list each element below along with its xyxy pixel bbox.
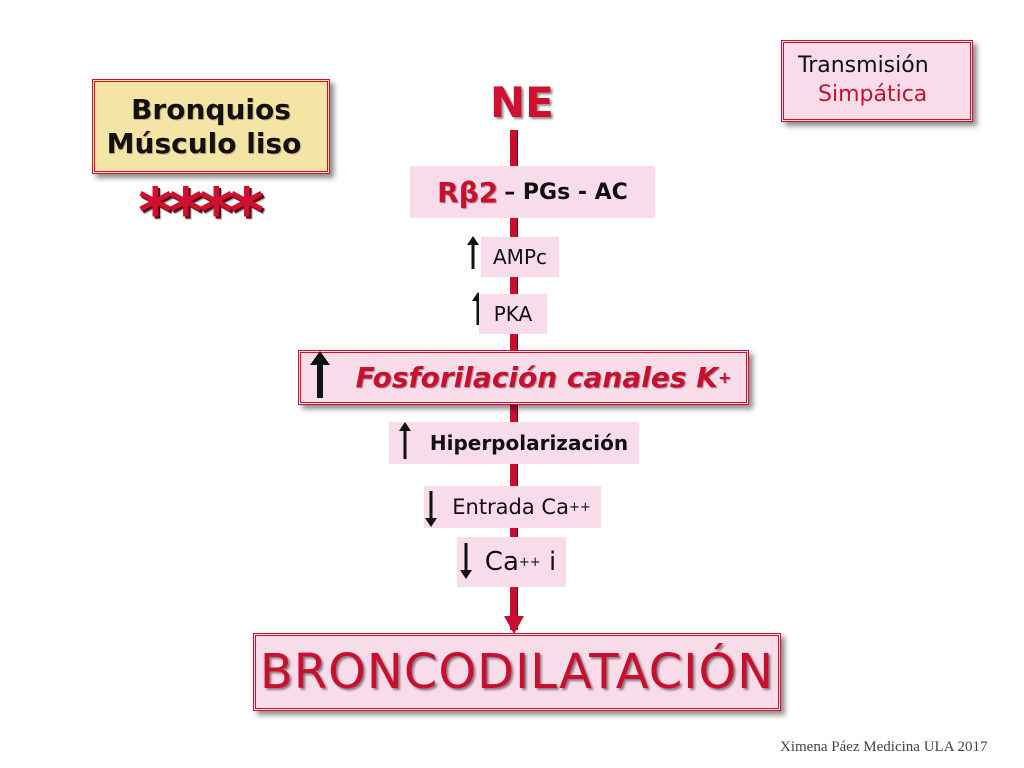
pka-label: PKA — [493, 302, 533, 326]
result-box: BRONCODILATACIÓN — [253, 633, 781, 711]
topic-line-1: Bronquios — [131, 93, 291, 127]
calcium-internal-suffix: i — [540, 547, 557, 577]
pathway-arrow-head — [504, 616, 524, 634]
hyperpolarization-chip: Hiperpolarización — [389, 422, 639, 464]
up-arrow-icon — [310, 351, 330, 398]
calcium-entry-chip: Entrada Ca++ — [424, 486, 601, 528]
down-arrow-icon — [425, 491, 437, 527]
legend-line-2: Simpática — [818, 82, 928, 107]
legend-box: Transmisión Simpática — [781, 40, 973, 122]
stars-decoration: **** — [138, 174, 264, 251]
topic-line-2: Músculo liso — [106, 126, 302, 160]
hyperpolarization-label: Hiperpolarización — [429, 431, 629, 455]
calcium-internal-chip: Ca++ i — [457, 537, 566, 587]
ampc-label: AMPc — [493, 245, 547, 269]
receptor-label: Rβ2 — [437, 175, 499, 209]
credit-footer: Ximena Páez Medicina ULA 2017 — [780, 739, 988, 755]
receptor-cascade-label: – PGs - AC — [504, 179, 628, 205]
calcium-internal-superscript: ++ — [518, 554, 541, 570]
calcium-internal-label: Ca — [484, 547, 519, 577]
neurotransmitter-label: NE — [490, 78, 554, 127]
calcium-entry-label: Entrada Ca — [452, 495, 569, 519]
up-arrow-icon — [467, 236, 479, 269]
legend-line-1: Transmisión — [798, 53, 929, 79]
ampc-chip: AMPc — [481, 237, 559, 277]
phosphorylation-label: Fosforilación canales K — [355, 361, 718, 394]
phosphorylation-box: Fosforilación canales K+ — [298, 350, 749, 405]
topic-box: Bronquios Músculo liso — [92, 79, 330, 174]
down-arrow-icon — [460, 543, 472, 579]
up-arrow-icon — [399, 422, 411, 459]
result-label: BRONCODILATACIÓN — [259, 644, 775, 700]
phosphorylation-superscript: + — [717, 368, 732, 387]
calcium-entry-superscript: ++ — [568, 499, 591, 515]
pka-chip: PKA — [479, 294, 547, 334]
receptor-chip: Rβ2 – PGs - AC — [410, 166, 655, 218]
